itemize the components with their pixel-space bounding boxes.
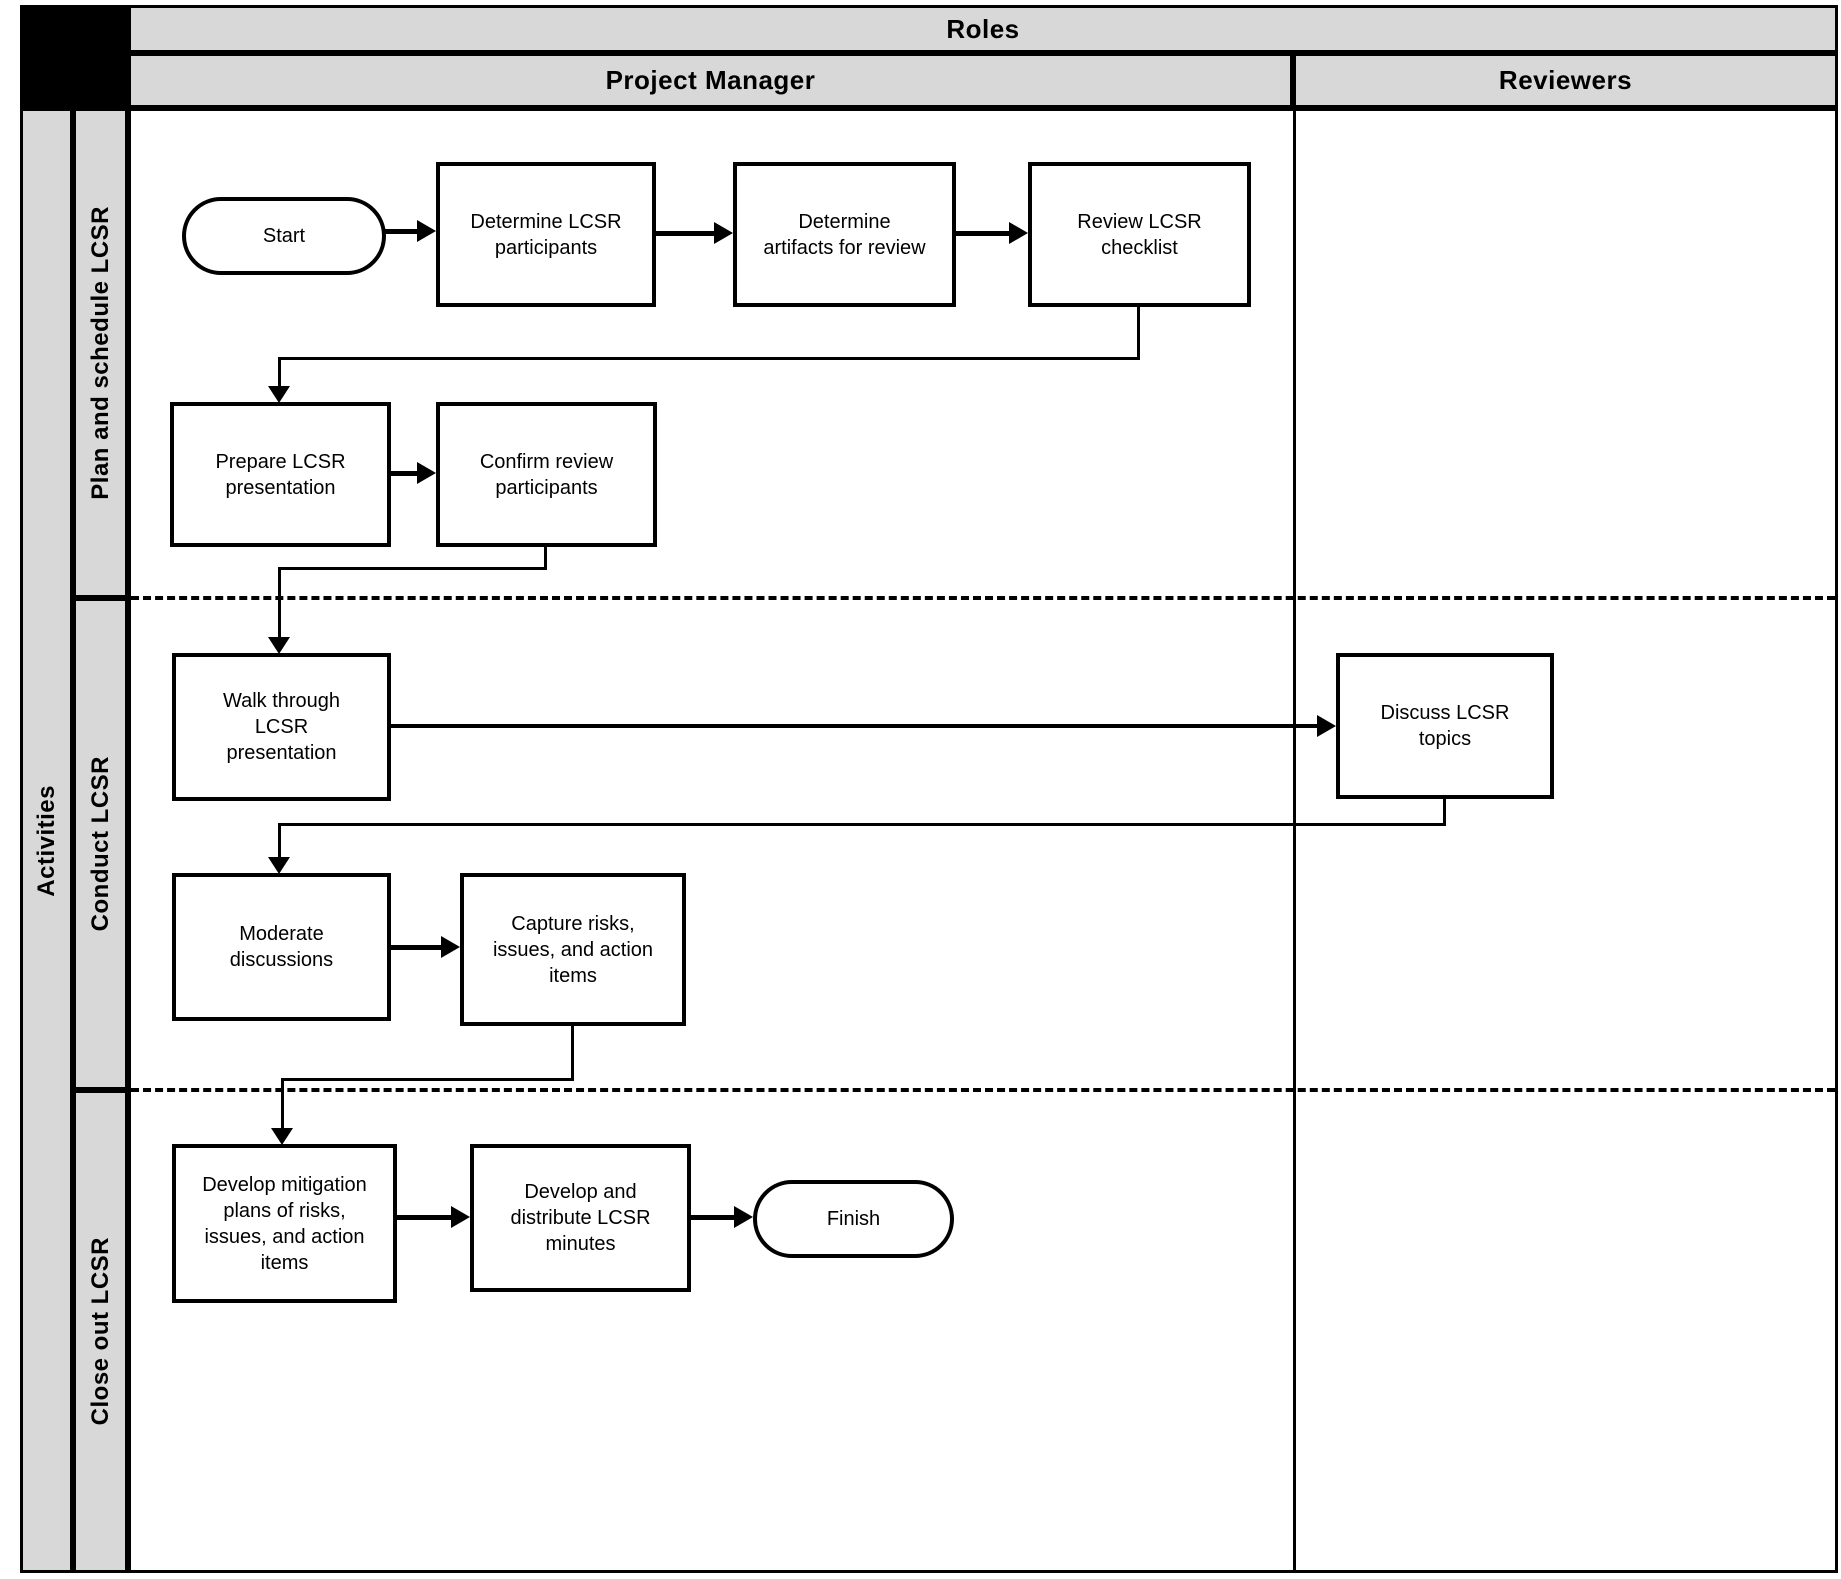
flow-node-moderate-discussions: Moderate discussions (172, 873, 391, 1021)
row-label-conduct: Conduct LCSR (73, 598, 128, 1090)
flow-node-review-checklist: Review LCSR checklist (1028, 162, 1251, 307)
flow-node-develop-mitigation: Develop mitigation plans of risks, issue… (172, 1144, 397, 1303)
flow-node-determine-artifacts: Determine artifacts for review (733, 162, 956, 307)
edge-walkthrough-to-discuss-line (389, 724, 1319, 728)
row-divider-dashed-2 (131, 1088, 1835, 1092)
edge-discuss-to-moderate-arrowhead (268, 857, 290, 874)
edge-mitigation-to-distribute-line (395, 1215, 452, 1220)
edge-prepare-to-confirm-arrowhead (417, 462, 436, 484)
edge-walkthrough-to-discuss-arrowhead (1317, 715, 1336, 737)
row-label-close-out: Close out LCSR (73, 1090, 128, 1573)
row-divider-dashed-1 (131, 596, 1835, 600)
edge-distribute-to-finish-arrowhead (734, 1206, 753, 1228)
flow-node-label: Discuss LCSR topics (1380, 702, 1510, 750)
edge-start-to-determine-arrowhead (417, 220, 436, 242)
edge-capture-to-mitigation-arrowhead (271, 1128, 293, 1145)
edge-checklist-to-prepare-segment (278, 357, 281, 388)
edge-confirm-to-walkthrough-arrowhead (268, 637, 290, 654)
edge-discuss-to-moderate-segment (278, 823, 281, 859)
edge-mitigation-to-distribute-arrowhead (451, 1206, 470, 1228)
edge-discuss-to-moderate-segment (278, 823, 1446, 826)
edge-capture-to-mitigation-segment (281, 1078, 574, 1081)
lane-header-label: Project Manager (605, 65, 816, 95)
activities-label: Activities (32, 784, 60, 897)
flow-node-finish: Finish (753, 1180, 954, 1258)
lane-header-label: Reviewers (1498, 65, 1633, 95)
flow-node-label: Capture risks, issues, and action items (492, 912, 654, 987)
edge-determine-to-artifacts-line (654, 231, 716, 236)
edge-capture-to-mitigation-segment (281, 1078, 284, 1130)
roles-header-label: Roles (946, 13, 1020, 44)
corner-cell (20, 5, 128, 108)
flow-node-determine-participants: Determine LCSR participants (436, 162, 656, 307)
flow-node-label: Walk through LCSR presentation (222, 690, 341, 764)
edge-prepare-to-confirm-line (389, 471, 419, 476)
flow-node-label: Develop mitigation plans of risks, issue… (202, 1173, 367, 1274)
edge-checklist-to-prepare-segment (1137, 304, 1140, 360)
flow-node-walk-through: Walk through LCSR presentation (172, 653, 391, 801)
edge-checklist-to-prepare-arrowhead (268, 386, 290, 403)
flow-node-label: Start (262, 225, 306, 247)
roles-header: Roles (128, 5, 1838, 53)
flow-node-capture-risks: Capture risks, issues, and action items (460, 873, 686, 1026)
flow-node-confirm-participants: Confirm review participants (436, 402, 657, 547)
flow-node-label: Determine artifacts for review (763, 210, 926, 259)
flow-node-label: Moderate discussions (229, 923, 334, 971)
row-label: Conduct LCSR (86, 756, 114, 932)
lane-divider (1293, 108, 1296, 1573)
row-label-plan-and-schedule: Plan and schedule LCSR (73, 108, 128, 598)
edge-moderate-to-capture-line (389, 945, 442, 950)
flow-node-prepare-presentation: Prepare LCSR presentation (170, 402, 391, 547)
flow-node-label: Determine LCSR participants (470, 210, 622, 259)
flow-node-discuss-topics: Discuss LCSR topics (1336, 653, 1554, 799)
edge-artifacts-to-checklist-arrowhead (1009, 222, 1028, 244)
flow-node-label: Review LCSR checklist (1077, 210, 1202, 259)
flow-node-label: Confirm review participants (479, 450, 614, 499)
lane-header-project-manager: Project Manager (128, 53, 1293, 108)
edge-moderate-to-capture-arrowhead (441, 936, 460, 958)
flow-node-label: Finish (826, 1208, 881, 1230)
edge-capture-to-mitigation-segment (571, 1024, 574, 1081)
row-label: Plan and schedule LCSR (86, 206, 114, 500)
edge-confirm-to-walkthrough-segment (278, 567, 281, 639)
flow-node-develop-distribute: Develop and distribute LCSR minutes (470, 1144, 691, 1292)
edge-start-to-determine-line (384, 229, 419, 234)
edge-confirm-to-walkthrough-segment (278, 567, 547, 570)
edge-checklist-to-prepare-segment (278, 357, 1140, 360)
diagram-canvas (128, 108, 1838, 1573)
row-label: Close out LCSR (86, 1237, 114, 1426)
edge-artifacts-to-checklist-line (954, 231, 1011, 236)
edge-discuss-to-moderate-segment (1443, 796, 1446, 826)
flow-node-start: Start (182, 197, 386, 275)
flow-node-label: Develop and distribute LCSR minutes (510, 1181, 651, 1255)
activities-band: Activities (20, 108, 73, 1573)
edge-determine-to-artifacts-arrowhead (714, 222, 733, 244)
lane-header-reviewers: Reviewers (1293, 53, 1838, 108)
flow-node-label: Prepare LCSR presentation (215, 450, 346, 499)
edge-distribute-to-finish-line (689, 1215, 735, 1220)
edge-confirm-to-walkthrough-segment (544, 544, 547, 570)
